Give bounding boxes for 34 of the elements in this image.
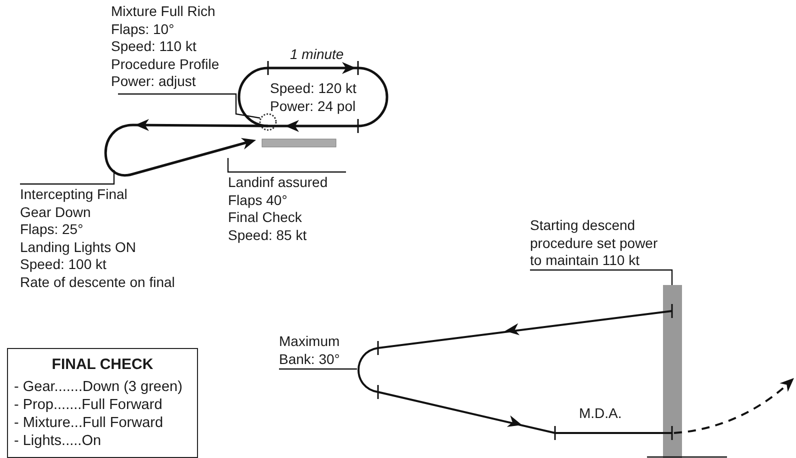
note-text: Flaps: 10°: [111, 20, 176, 38]
speed-label: Speed: 120 kt: [270, 80, 356, 97]
note-text: Flaps: 25°: [20, 221, 84, 238]
note-text: Maximum Bank: 30°: [279, 333, 341, 368]
checklist-title: FINAL CHECK: [50, 355, 154, 375]
note-text: Starting descend procedure set power to maintain 110 kt: [530, 217, 659, 270]
checklist-item: - Gear.......Down (3 green): [14, 378, 184, 396]
leader-line: [279, 368, 357, 370]
note-text: Procedure Profile: [111, 56, 220, 73]
note-text: Power: adjust: [111, 73, 197, 90]
checklist-item: - Prop.......Full Forward: [14, 396, 164, 414]
checklist-item: - Lights.....On: [14, 432, 102, 450]
vertical-bar: [663, 285, 682, 458]
note-text: Rate of descente on final: [20, 274, 176, 291]
leader-line: [530, 269, 673, 285]
note-text: Landinf assured: [228, 174, 329, 192]
note-text: Flaps 40°: [228, 192, 288, 209]
leader-line: [20, 170, 115, 185]
leader-line: [118, 93, 260, 119]
note-text: Speed: 100 kt: [20, 256, 108, 274]
note-text: Intercepting Final: [20, 186, 128, 204]
checklist-box: [7, 348, 198, 458]
leader-line: [227, 158, 346, 173]
note-text: Gear Down: [20, 204, 92, 221]
checklist-item: - Mixture...Full Forward: [14, 414, 164, 432]
note-text: Landing Lights ON: [20, 238, 137, 256]
holding-fix-circle: [259, 113, 277, 131]
note-text: Mixture Full Rich: [111, 3, 216, 20]
duration-label: 1 minute: [290, 46, 344, 63]
note-text: Final Check: [228, 209, 303, 226]
note-text: Speed: 110 kt: [111, 38, 198, 56]
altitude-label: M.D.A.: [579, 405, 622, 422]
note-text: Speed: 85 kt: [228, 226, 308, 244]
power-label: Power: 24 pol: [270, 98, 356, 115]
